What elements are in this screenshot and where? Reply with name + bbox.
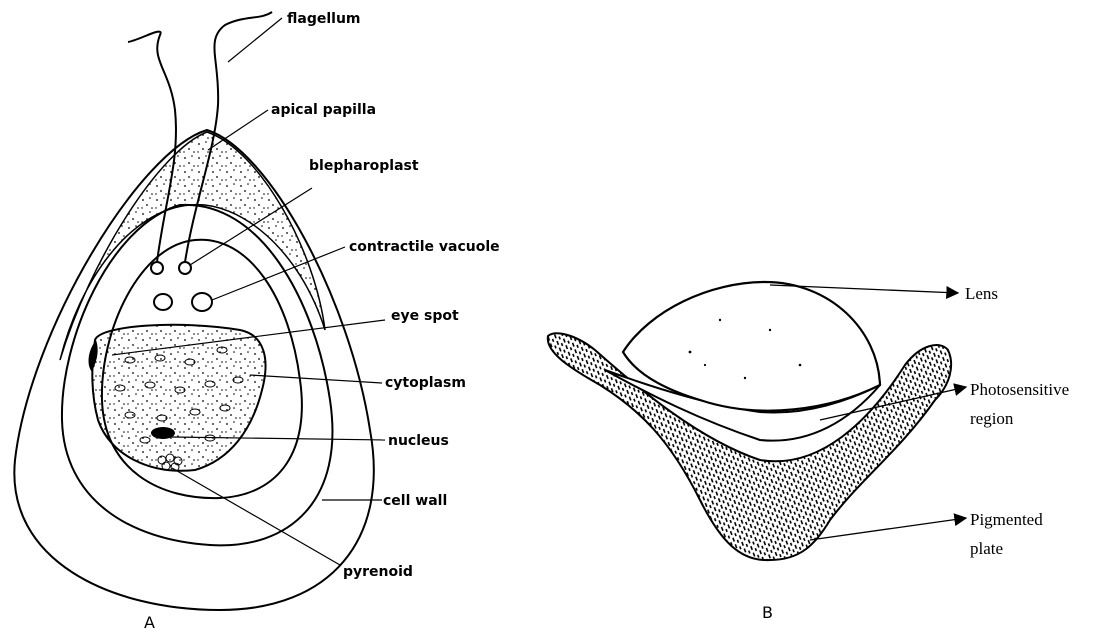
label-lens: Lens <box>965 284 998 303</box>
nucleus <box>151 427 175 439</box>
label-eye-spot: eye spot <box>391 308 459 324</box>
leader-lines-a <box>112 18 385 565</box>
contractile-vacuole-left <box>154 294 172 310</box>
diagram-a: flagellum apical papilla blepharoplast c… <box>14 11 499 632</box>
caption-b: B <box>762 603 773 622</box>
blepharoplast-left <box>151 262 163 274</box>
label-pigmented-line1: Pigmented <box>970 510 1043 529</box>
blepharoplast-right <box>179 262 191 274</box>
label-blepharoplast: blepharoplast <box>309 158 419 174</box>
label-cell-wall: cell wall <box>383 493 447 509</box>
label-photosensitive-line2: region <box>970 409 1014 428</box>
label-photosensitive-line1: Photosensitive <box>970 380 1069 399</box>
label-nucleus: nucleus <box>388 433 449 449</box>
label-flagellum: flagellum <box>287 11 361 27</box>
label-pigmented-line2: plate <box>970 539 1003 558</box>
contractile-vacuole-right <box>192 293 212 311</box>
diagram-b: Lens Photosensitive region Pigmented pla… <box>548 282 1069 622</box>
label-pyrenoid: pyrenoid <box>343 564 413 580</box>
label-apical-papilla: apical papilla <box>271 102 376 118</box>
label-contractile-vacuole: contractile vacuole <box>349 239 500 255</box>
label-cytoplasm: cytoplasm <box>385 375 466 391</box>
caption-a: A <box>144 613 155 632</box>
